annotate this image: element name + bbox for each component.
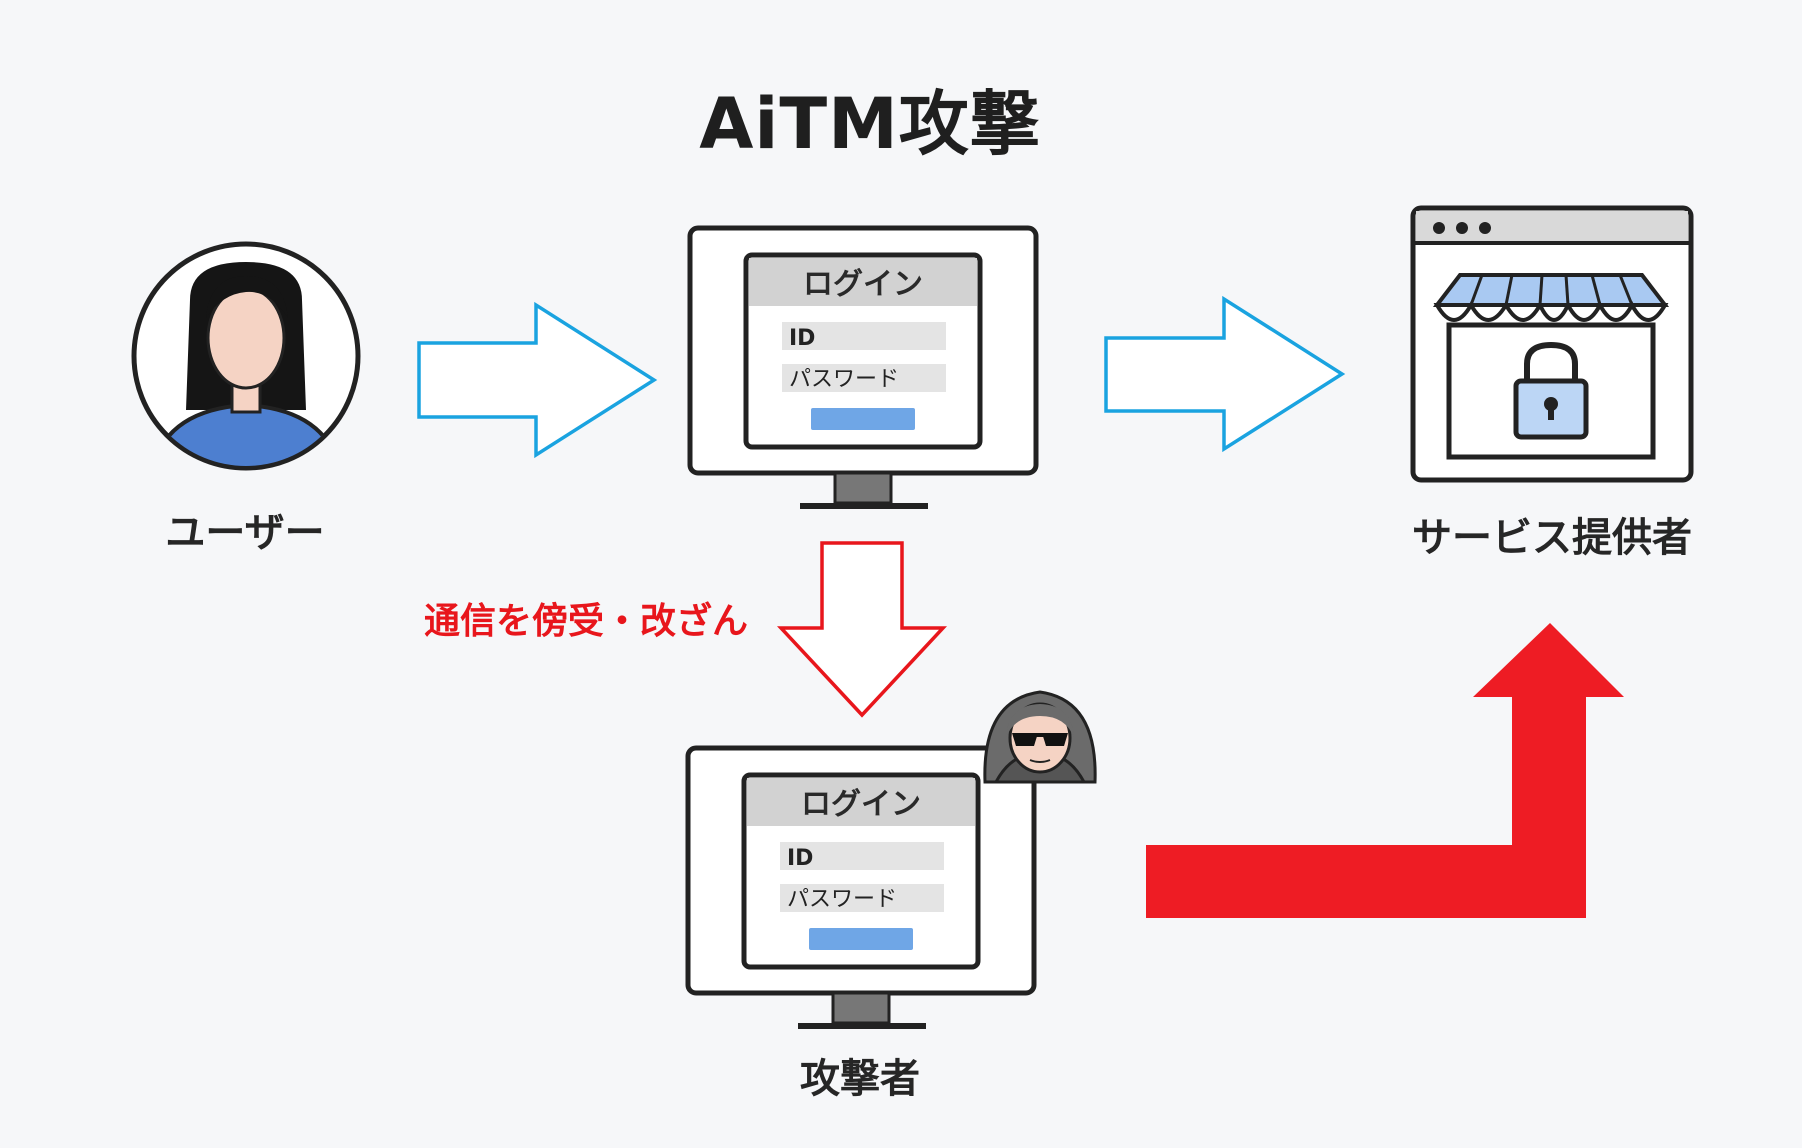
id-field-label: ID bbox=[789, 326, 815, 351]
fake-id-field-label: ID bbox=[787, 846, 813, 871]
monitor-icon-fake-login: ログイン ID パスワード bbox=[685, 745, 1037, 1029]
user-label: ユーザー bbox=[165, 510, 325, 556]
user-avatar-icon bbox=[131, 241, 361, 471]
login-title: ログイン bbox=[803, 267, 923, 302]
service-label: サービス提供者 bbox=[1412, 515, 1692, 561]
monitor-icon-login: ログイン ID パスワード bbox=[687, 225, 1039, 509]
diagram-title: AiTM攻撃 bbox=[699, 83, 1041, 165]
fake-login-title: ログイン bbox=[801, 787, 921, 822]
flow-arrow-login-to-service bbox=[1104, 295, 1346, 453]
password-field-label: パスワード bbox=[789, 367, 899, 392]
hacker-icon bbox=[983, 690, 1097, 784]
store-lock-icon bbox=[1410, 205, 1694, 483]
relay-arrow-to-service bbox=[1146, 623, 1624, 918]
flow-arrow-user-to-login bbox=[417, 301, 658, 459]
intercept-arrow-down bbox=[776, 541, 948, 718]
intercept-label: 通信を傍受・改ざん bbox=[424, 601, 749, 642]
fake-password-field-label: パスワード bbox=[787, 887, 897, 912]
attacker-label: 攻撃者 bbox=[800, 1056, 920, 1102]
